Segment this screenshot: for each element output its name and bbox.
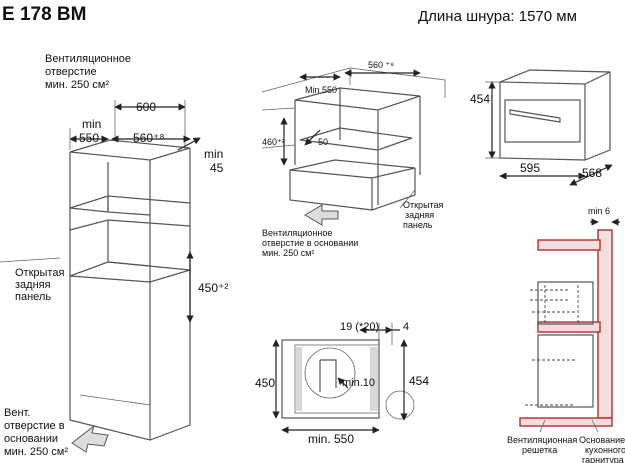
tall-open-back-3: панель bbox=[15, 291, 51, 303]
tall-dim-min45-b: 45 bbox=[210, 161, 224, 175]
section-drawing bbox=[519, 218, 620, 433]
appliance-depth: 568 bbox=[582, 166, 602, 180]
uc-dim-560: 560 ⁺⁸ bbox=[368, 60, 394, 70]
tall-vent-bottom-4: мин. 250 см² bbox=[4, 446, 68, 458]
appliance-drawing bbox=[485, 69, 613, 186]
appliance-height: 454 bbox=[470, 92, 490, 106]
uc-vent-2: отверстие в основании bbox=[262, 238, 358, 248]
tall-vent-top-3: мин. 250 см² bbox=[45, 79, 109, 91]
section-kitchen-base-1: Основание bbox=[579, 435, 625, 445]
uc-open-back-1: Открытая bbox=[403, 200, 444, 210]
tall-vent-bottom-1: Вент. bbox=[4, 407, 30, 419]
cord-length: Длина шнура: 1570 мм bbox=[418, 8, 577, 25]
front-dim-19: 19 (*20) bbox=[340, 321, 379, 333]
uc-open-back-3: панель bbox=[403, 220, 433, 230]
section-kitchen-base-2: кухонного bbox=[585, 445, 625, 455]
tall-dim-560: 560⁺⁸ bbox=[133, 131, 164, 145]
appliance-width: 595 bbox=[520, 161, 540, 175]
uc-dim-460: 460⁺² bbox=[262, 137, 285, 147]
front-dim-min550: min. 550 bbox=[308, 432, 354, 446]
front-dim-4: 4 bbox=[403, 321, 409, 333]
model-title: E 178 BM bbox=[2, 4, 86, 25]
tall-vent-bottom-3: основании bbox=[4, 433, 58, 445]
uc-vent-3: мин. 250 см² bbox=[262, 248, 314, 258]
tall-vent-top-1: Вентиляционное bbox=[45, 53, 131, 65]
section-min6: min 6 bbox=[588, 206, 610, 216]
tall-dim-600: 600 bbox=[136, 100, 156, 114]
tall-cabinet-drawing bbox=[69, 100, 201, 453]
undercounter-drawing bbox=[261, 67, 446, 226]
tall-vent-top-2: отверстие bbox=[45, 66, 97, 78]
tall-dim-450: 450⁺² bbox=[198, 281, 228, 295]
uc-open-back-2: задняя bbox=[405, 210, 434, 220]
front-dim-450: 450 bbox=[255, 376, 275, 390]
tall-vent-bottom-2: отверстие в bbox=[4, 420, 65, 432]
uc-vent-1: Вентиляционное bbox=[262, 228, 332, 238]
front-install-drawing bbox=[272, 323, 415, 434]
section-vent-grille-2: решетка bbox=[522, 445, 557, 455]
tall-dim-min45-a: min bbox=[204, 147, 223, 161]
tall-open-back-1: Открытая bbox=[15, 267, 64, 279]
uc-dim-50: 50 bbox=[318, 137, 328, 147]
section-vent-grille-1: Вентиляционная bbox=[507, 435, 577, 445]
front-dim-454: 454 bbox=[409, 374, 429, 388]
tall-dim-550: 550 bbox=[79, 131, 99, 145]
tall-open-back-2: задняя bbox=[15, 279, 51, 291]
uc-dim-min550: Min 550 bbox=[305, 85, 337, 95]
section-kitchen-base-3: гарнитура bbox=[582, 455, 624, 463]
front-dim-min10: min.10 bbox=[342, 377, 375, 389]
tall-dim-min: min bbox=[82, 117, 101, 131]
